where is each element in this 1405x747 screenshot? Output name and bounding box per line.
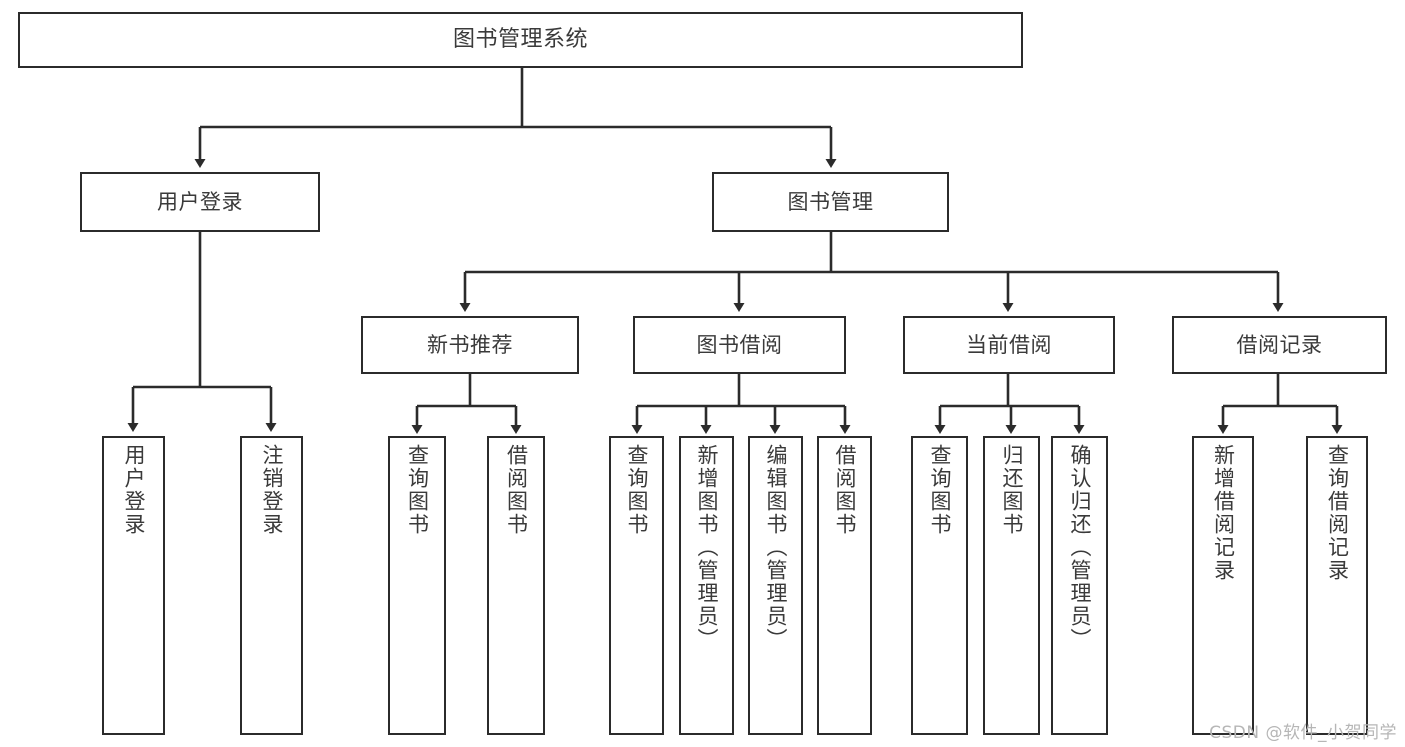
node-leaf-return-book[interactable]: 归还图书 bbox=[983, 436, 1040, 735]
node-leaf-query-borrow-record[interactable]: 查询借阅记录 bbox=[1306, 436, 1368, 735]
node-borrow-record[interactable]: 借阅记录 bbox=[1172, 316, 1387, 374]
node-borrow-record-label: 借阅记录 bbox=[1236, 332, 1323, 357]
node-leaf-logout-label: 注销登录 bbox=[260, 444, 284, 536]
node-new-book-recommend-label: 新书推荐 bbox=[427, 332, 513, 357]
node-leaf-return-book-label: 归还图书 bbox=[1000, 444, 1024, 536]
node-leaf-edit-book-admin[interactable]: 编辑图书（管理员） bbox=[748, 436, 803, 735]
node-leaf-query-book-borrow[interactable]: 查询图书 bbox=[609, 436, 664, 735]
node-leaf-borrow-book-borrow[interactable]: 借阅图书 bbox=[817, 436, 872, 735]
node-leaf-add-borrow-record-label: 新增借阅记录 bbox=[1211, 444, 1236, 582]
node-leaf-add-book-admin-label: 新增图书（管理员） bbox=[695, 444, 719, 651]
node-book-manage-label: 图书管理 bbox=[787, 189, 874, 214]
node-leaf-borrow-book-recommend[interactable]: 借阅图书 bbox=[487, 436, 545, 735]
node-leaf-query-book-recommend[interactable]: 查询图书 bbox=[388, 436, 446, 735]
node-book-manage[interactable]: 图书管理 bbox=[712, 172, 949, 232]
node-book-borrow-label: 图书借阅 bbox=[696, 332, 783, 357]
node-leaf-confirm-return-admin-label: 确认归还（管理员） bbox=[1068, 444, 1092, 651]
node-leaf-user-login-label: 用户登录 bbox=[122, 444, 146, 536]
node-leaf-edit-book-admin-label: 编辑图书（管理员） bbox=[764, 444, 788, 651]
node-leaf-query-book-borrow-label: 查询图书 bbox=[625, 444, 649, 536]
node-root[interactable]: 图书管理系统 bbox=[18, 12, 1023, 68]
node-leaf-borrow-book-recommend-label: 借阅图书 bbox=[504, 444, 529, 536]
node-leaf-add-book-admin[interactable]: 新增图书（管理员） bbox=[679, 436, 734, 735]
node-leaf-user-login[interactable]: 用户登录 bbox=[102, 436, 165, 735]
node-leaf-borrow-book-borrow-label: 借阅图书 bbox=[833, 444, 857, 536]
node-current-borrow-label: 当前借阅 bbox=[966, 332, 1052, 357]
node-leaf-add-borrow-record[interactable]: 新增借阅记录 bbox=[1192, 436, 1254, 735]
node-leaf-query-book-current-label: 查询图书 bbox=[928, 444, 952, 536]
node-user-login-label: 用户登录 bbox=[157, 189, 243, 214]
node-leaf-logout[interactable]: 注销登录 bbox=[240, 436, 303, 735]
node-leaf-query-book-current[interactable]: 查询图书 bbox=[911, 436, 968, 735]
node-root-label: 图书管理系统 bbox=[452, 27, 588, 53]
node-leaf-query-borrow-record-label: 查询借阅记录 bbox=[1325, 444, 1350, 582]
node-book-borrow[interactable]: 图书借阅 bbox=[633, 316, 846, 374]
node-user-login[interactable]: 用户登录 bbox=[80, 172, 320, 232]
node-new-book-recommend[interactable]: 新书推荐 bbox=[361, 316, 579, 374]
node-current-borrow[interactable]: 当前借阅 bbox=[903, 316, 1115, 374]
watermark-text: CSDN @软件_小贺同学 bbox=[1209, 723, 1397, 743]
node-leaf-query-book-recommend-label: 查询图书 bbox=[405, 444, 430, 536]
node-leaf-confirm-return-admin[interactable]: 确认归还（管理员） bbox=[1051, 436, 1108, 735]
